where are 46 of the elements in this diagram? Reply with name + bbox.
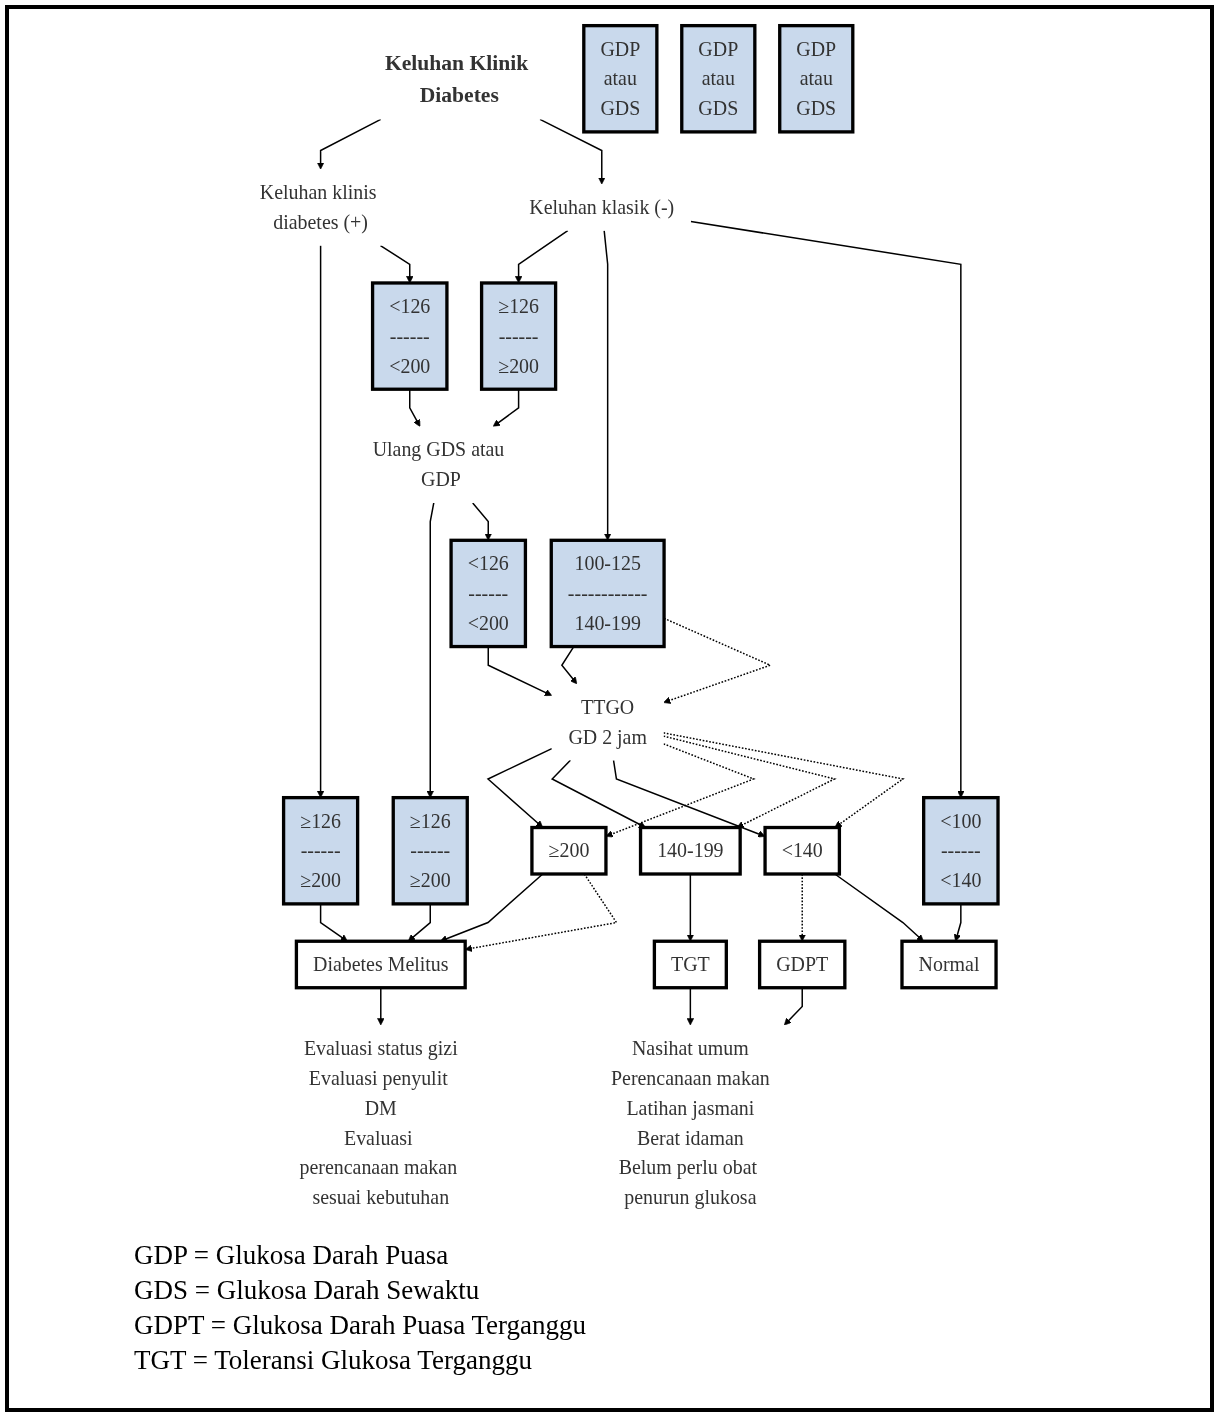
node-text: Keluhan klinis diabetes (+) (259, 181, 377, 234)
arrow (426, 502, 435, 798)
arrow (539, 118, 606, 185)
node-box: <126 ------ <200 (449, 538, 528, 649)
node-box: 100-125 ------------ 140-199 (549, 538, 666, 649)
arrow (550, 759, 646, 828)
node-box: TGT (652, 939, 728, 990)
node-box: GDP atau GDS (582, 24, 659, 134)
node-box: ≥126 ------ ≥200 (281, 795, 360, 906)
arrow (603, 229, 612, 541)
arrow (663, 617, 773, 704)
arrow (690, 220, 965, 798)
node-text: Evaluasi status gizi Evaluasi penyulit DM Evaluasi perencanaan makan sesuai kebutuhan (299, 1037, 458, 1209)
node-text: TTGO GD 2 jam (568, 696, 647, 748)
arrow (316, 118, 382, 170)
node-box: GDP atau GDS (680, 24, 757, 134)
abbreviation-note: TGT = Toleransi Glukosa Terganggu (134, 1343, 533, 1377)
node-text: Keluhan klasik (-) (529, 196, 675, 219)
node-box: Normal (900, 939, 998, 990)
node-box: 140-199 (638, 825, 742, 876)
node-box: ≥126 ------ ≥200 (391, 795, 469, 906)
arrow (953, 903, 962, 942)
node-box: <126 ------ <200 (370, 281, 449, 391)
arrow (486, 747, 553, 828)
abbreviation-note: GDPT = Glukosa Darah Puasa Terganggu (134, 1308, 587, 1342)
arrow (686, 987, 694, 1026)
node-box: ≥126 ------ ≥200 (479, 281, 558, 391)
arrow (316, 244, 325, 798)
node-box: GDP atau GDS (778, 24, 855, 134)
abbreviation-note: GDS = Glukosa Darah Sewaktu (134, 1273, 481, 1307)
node-box: <100 ------ <140 (922, 795, 1000, 906)
node-box: ≥200 (530, 825, 608, 876)
arrow (784, 987, 803, 1026)
arrow (662, 735, 837, 828)
arrow (471, 502, 492, 541)
abbreviation-note: GDP = Glukosa Darah Puasa (134, 1238, 450, 1272)
node-text: Keluhan Klinik Diabetes (384, 50, 529, 107)
arrow (407, 903, 431, 942)
arrow (662, 732, 905, 828)
arrow (377, 987, 385, 1026)
node-box: Diabetes Melitus (294, 939, 467, 990)
node-text: Nasihat umum Perencanaan makan Latihan jasmani Berat idaman Belum perlu obat penurun glukosa (610, 1037, 770, 1209)
node-box: <140 (763, 825, 842, 876)
arrow (319, 903, 348, 942)
node-box: GDPT (757, 939, 847, 990)
node-text: Ulang GDS atau GDP (372, 439, 505, 491)
